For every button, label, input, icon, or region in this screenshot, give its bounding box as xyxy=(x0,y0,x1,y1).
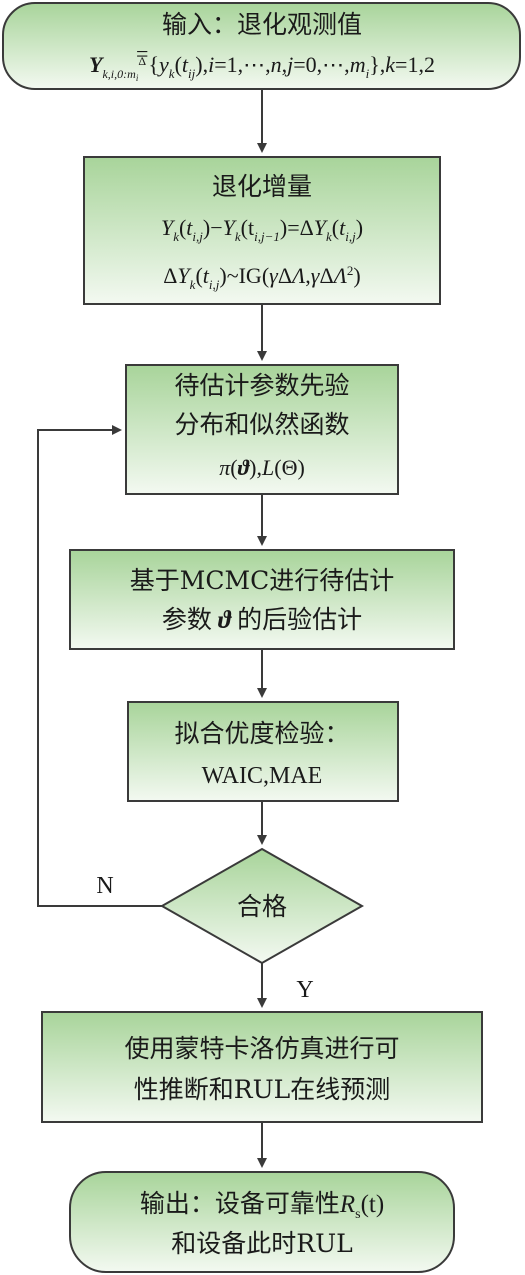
mcmc-line-1: 基于MCMC进行待估计 xyxy=(130,566,394,595)
fit-line-2: WAIC,MAE xyxy=(202,763,323,789)
no-label: N xyxy=(96,873,113,899)
prior-node: 待估计参数先验 分布和似然函数 π(ϑ),L(Θ) xyxy=(125,364,399,495)
yes-label: Y xyxy=(296,977,313,1003)
output-node: 输出：设备可靠性Rs(t) 和设备此时RUL xyxy=(69,1171,455,1273)
input-node: 输入：退化观测值 Yk,i,0:miΔ={yk(tij),i=1,⋯,n,j=0… xyxy=(2,2,521,90)
prior-formula: π(ϑ),L(Θ) xyxy=(219,455,305,480)
prior-line-1: 待估计参数先验 xyxy=(174,371,349,400)
increment-node: 退化增量 Yk(ti,j)−Yk(ti,j−1)=ΔYk(ti,j) ΔYk(t… xyxy=(83,156,441,305)
loop-back-connector xyxy=(37,425,162,907)
increment-formula-2: ΔYk(ti,j)~IG(γΔΛ,γΔΛ2) xyxy=(163,263,360,292)
increment-title: 退化增量 xyxy=(212,172,312,201)
fit-line-1: 拟合优度检验： xyxy=(174,719,349,748)
increment-formula-1: Yk(ti,j)−Yk(ti,j−1)=ΔYk(ti,j) xyxy=(161,215,363,244)
monte-line-2: 性推断和RUL在线预测 xyxy=(134,1075,391,1104)
monte-line-1: 使用蒙特卡洛仿真进行可 xyxy=(124,1034,399,1063)
output-line-2: 和设备此时RUL xyxy=(171,1229,353,1258)
decision-label: 合格 xyxy=(237,892,287,921)
input-title: 输入：退化观测值 xyxy=(162,10,362,39)
output-line-1: 输出：设备可靠性Rs(t) xyxy=(140,1189,384,1222)
decision-node: 合格 xyxy=(159,847,365,965)
fit-node: 拟合优度检验： WAIC,MAE xyxy=(127,701,399,802)
monte-carlo-node: 使用蒙特卡洛仿真进行可 性推断和RUL在线预测 xyxy=(41,1011,483,1123)
input-formula: Yk,i,0:miΔ={yk(tij),i=1,⋯,n,j=0,⋯,mi},k=… xyxy=(89,41,435,83)
prior-line-2: 分布和似然函数 xyxy=(174,410,349,439)
